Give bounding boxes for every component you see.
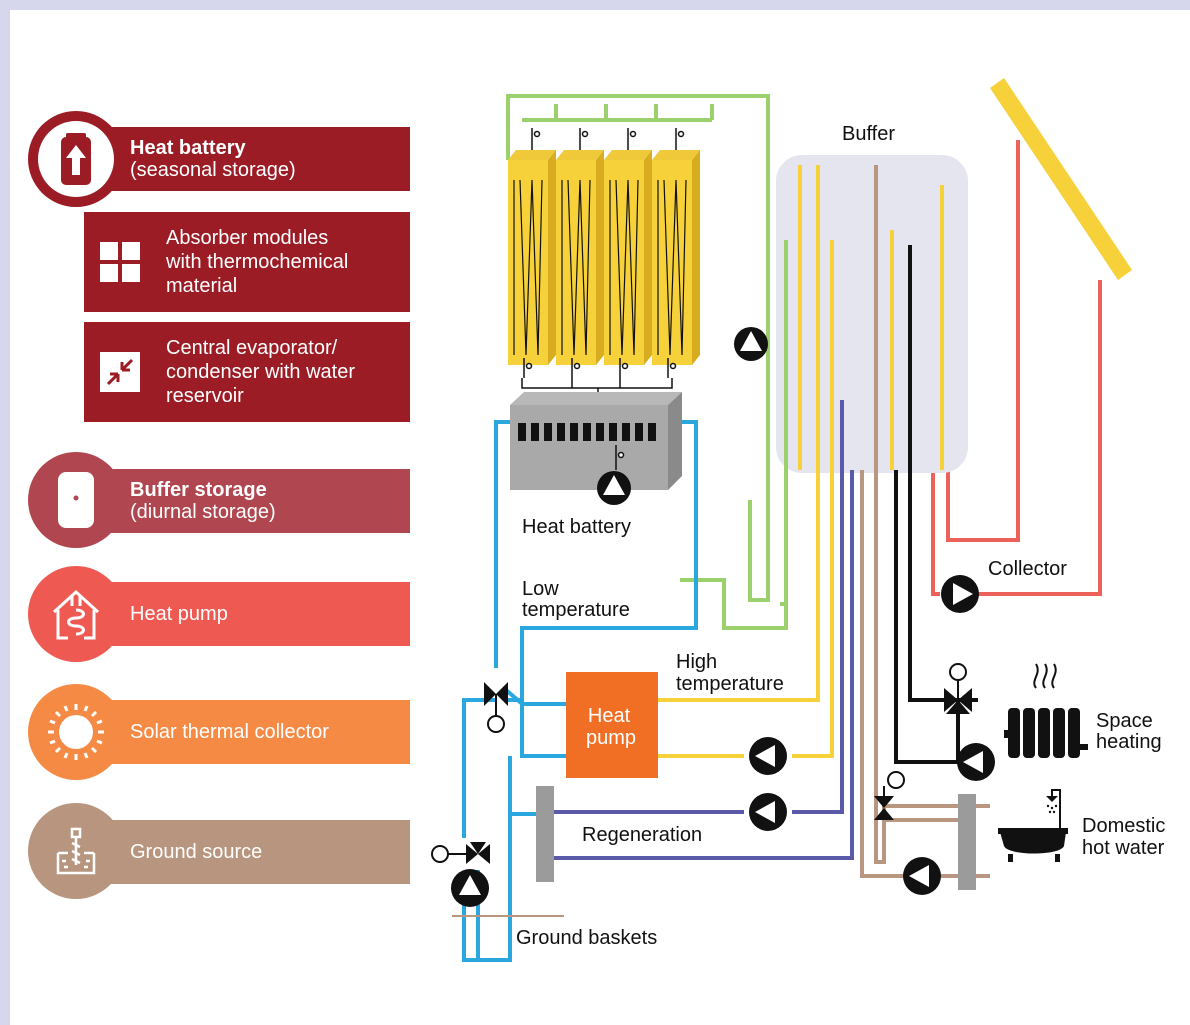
legend-evaporator-line2: condenser with water [166, 361, 355, 383]
dhw-exchanger [958, 794, 976, 890]
green-circuit [506, 94, 788, 630]
high-temperature-label-line2: temperature [676, 673, 784, 695]
pump-icon [941, 575, 979, 613]
legend-evaporator-line3: reservoir [166, 385, 244, 407]
domestic-hot-water-circuit [860, 470, 990, 878]
pump-icon [734, 327, 768, 361]
space-heating-label-line1: Space [1096, 710, 1153, 732]
heat-battery-label: Heat battery [522, 516, 631, 538]
legend-absorber-line1: Absorber modules [166, 227, 329, 249]
grid-icon [100, 242, 140, 282]
buffer-pipes [784, 165, 944, 470]
legend-buffer-title: Buffer storage [130, 479, 267, 501]
regeneration-label: Regeneration [582, 824, 702, 846]
regeneration-exchanger [536, 786, 554, 882]
legend-heat-battery: Heat battery (seasonal storage) [76, 127, 410, 191]
absorber-module [604, 150, 652, 365]
space-heating-label-line2: heating [1096, 731, 1162, 753]
legend-heat-battery-title: Heat battery [130, 137, 246, 159]
buffer-tank [776, 155, 968, 473]
collector-loop [931, 140, 1102, 596]
heat-pump-label-line1: Heat [588, 705, 631, 727]
high-temperature-circuit [658, 470, 834, 758]
absorber-modules [508, 150, 700, 365]
space-heating-circuit [894, 470, 978, 764]
legend-absorber-line3: material [166, 275, 238, 297]
pump-icon [451, 869, 489, 907]
solar-collector-panel [990, 78, 1132, 280]
heat-pump-box [566, 672, 658, 778]
buffer-label: Buffer [842, 123, 895, 145]
sun-icon [28, 684, 124, 780]
absorber-module [652, 150, 700, 365]
legend-buffer: Buffer storage (diurnal storage) [76, 469, 410, 533]
radiator-icon [1004, 663, 1088, 758]
high-temperature-label-line1: High [676, 651, 717, 673]
absorber-module [508, 150, 556, 365]
bathtub-icon [998, 789, 1068, 862]
legend-ground: Ground source [76, 820, 410, 884]
battery-icon [28, 111, 124, 207]
pump-icon [749, 737, 787, 775]
legend-solar-title: Solar thermal collector [130, 721, 329, 743]
evaporator-condenser [510, 392, 682, 490]
ground-baskets-label: Ground baskets [516, 927, 657, 949]
legend-solar: Solar thermal collector [76, 700, 410, 764]
compress-arrows-icon [100, 352, 140, 392]
ground-drill-icon [28, 803, 124, 899]
regeneration-circuit [552, 470, 854, 860]
three-way-valve [431, 842, 490, 864]
three-way-valve [484, 682, 508, 733]
three-way-valve [874, 771, 905, 820]
low-temperature-label-line1: Low [522, 578, 559, 600]
legend-heat-pump-title: Heat pump [130, 603, 228, 625]
pump-icon [597, 471, 631, 505]
absorber-module [556, 150, 604, 365]
collector-label: Collector [988, 558, 1067, 580]
legend-ground-title: Ground source [130, 841, 263, 863]
low-temperature-label-line2: temperature [522, 599, 630, 621]
pump-icon [903, 857, 941, 895]
legend-heat-battery-subtitle: (seasonal storage) [130, 159, 296, 181]
pump-icon [749, 793, 787, 831]
legend-buffer-subtitle: (diurnal storage) [130, 501, 276, 523]
domestic-hot-water-label-line2: hot water [1082, 837, 1165, 859]
legend-heat-pump: Heat pump [76, 582, 410, 646]
legend-absorber-line2: with thermochemical [166, 251, 349, 273]
legend-evaporator: Central evaporator/ condenser with water… [84, 322, 410, 422]
heat-pump-label-line2: pump [586, 727, 636, 749]
buffer-tank-icon [28, 452, 124, 548]
manifold [521, 378, 673, 400]
legend-evaporator-line1: Central evaporator/ [166, 337, 338, 359]
pump-icon [957, 743, 995, 781]
module-valves [523, 128, 685, 378]
domestic-hot-water-label-line1: Domestic [1082, 815, 1165, 837]
legend-absorber: Absorber modules with thermochemical mat… [84, 212, 410, 312]
three-way-valve [944, 663, 972, 714]
house-coil-icon [28, 566, 124, 662]
